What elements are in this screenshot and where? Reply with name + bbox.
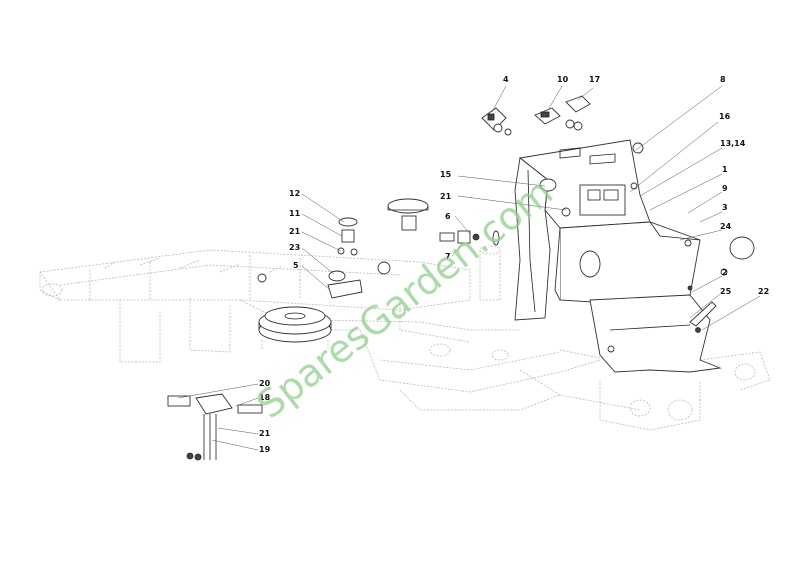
callout-6: 6 — [445, 212, 451, 221]
callout-labels: 4 10 17 8 16 13,14 1 9 3 24 2 25 22 15 2… — [259, 75, 769, 454]
callout-4: 4 — [503, 75, 509, 84]
callout-25: 25 — [720, 287, 732, 296]
callout-22: 22 — [758, 287, 769, 296]
callout-15: 15 — [440, 170, 452, 179]
callout-1: 1 — [722, 165, 728, 174]
callout-11: 11 — [289, 209, 301, 218]
lever-knob — [387, 198, 429, 231]
callout-5: 5 — [293, 261, 299, 270]
callout-21-mid: 21 — [289, 227, 301, 236]
callout-18: 18 — [259, 393, 271, 402]
callout-12: 12 — [289, 189, 300, 198]
leader-lines — [177, 85, 761, 451]
callout-21-lower: 21 — [259, 429, 271, 438]
light-switch — [565, 95, 591, 131]
callout-13-14: 13,14 — [720, 139, 746, 148]
callout-10: 10 — [557, 75, 569, 84]
front-cover-panel — [554, 221, 755, 306]
relay-bracket — [257, 261, 391, 299]
callout-21-upper: 21 — [440, 192, 452, 201]
clutch-pulley — [258, 306, 332, 350]
toggle-switch — [534, 107, 561, 125]
callout-23: 23 — [289, 243, 300, 252]
callout-17: 17 — [589, 75, 600, 84]
ghost-chassis-frame — [39, 245, 771, 431]
pedal-bracket — [167, 393, 263, 461]
callout-7: 7 — [445, 252, 451, 261]
lower-bracket — [589, 285, 722, 373]
ignition-switch — [481, 107, 512, 136]
callout-16: 16 — [719, 112, 731, 121]
callout-8: 8 — [720, 75, 726, 84]
seat-switch — [439, 230, 500, 246]
throttle-knob — [337, 217, 358, 256]
callout-20: 20 — [259, 379, 271, 388]
callout-19: 19 — [259, 445, 271, 454]
callout-24: 24 — [720, 222, 732, 231]
callout-9: 9 — [722, 184, 728, 193]
callout-2: 2 — [722, 268, 728, 277]
dashboard-console — [514, 139, 651, 321]
callout-3: 3 — [722, 203, 728, 212]
